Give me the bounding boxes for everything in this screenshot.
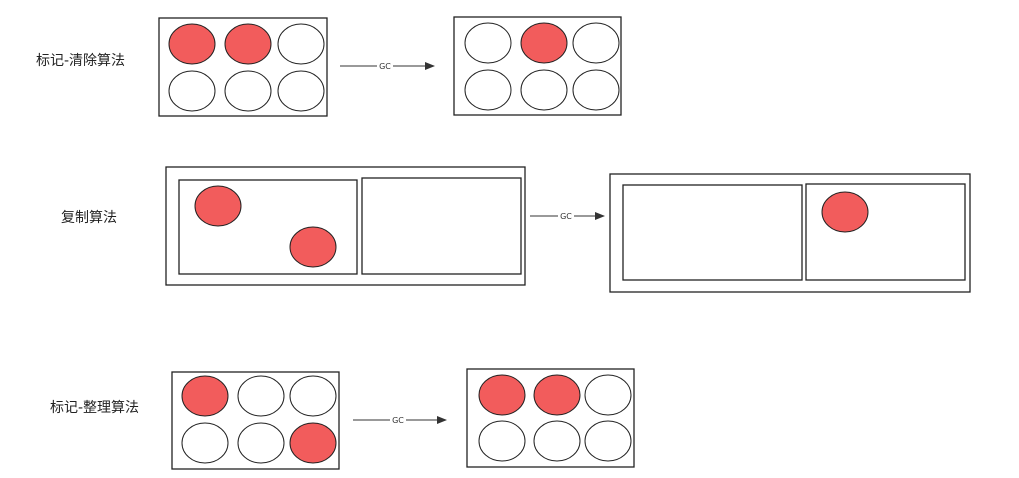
row-label-mark-compact: 标记-整理算法 — [50, 400, 139, 416]
empty-slot — [181, 422, 229, 464]
empty-slot — [464, 22, 512, 64]
live-object — [168, 23, 216, 65]
row-label-copying: 复制算法 — [61, 209, 117, 226]
empty-slot — [289, 375, 337, 417]
from-space — [622, 184, 803, 281]
live-object — [821, 191, 869, 233]
live-object — [194, 185, 242, 227]
empty-slot — [277, 23, 325, 65]
empty-slot — [168, 70, 216, 112]
empty-slot — [584, 420, 632, 462]
empty-slot — [224, 70, 272, 112]
copying-before-heap — [165, 166, 526, 286]
to-space — [361, 177, 522, 275]
gc-arrow: GC — [530, 211, 605, 221]
empty-slot — [520, 69, 568, 111]
live-object — [289, 422, 337, 464]
live-object — [533, 374, 581, 416]
mark-compact-after-heap — [466, 368, 635, 468]
row-label-mark-sweep: 标记-清除算法 — [36, 53, 125, 69]
live-object — [520, 22, 568, 64]
gc-arrow: GC — [340, 61, 435, 71]
gc-arrow-label: GC — [379, 62, 391, 71]
gc-arrow-label: GC — [392, 416, 404, 425]
mark-sweep-before-heap — [158, 17, 328, 117]
live-object — [478, 374, 526, 416]
gc-arrow: GC — [353, 415, 447, 425]
empty-slot — [572, 69, 620, 111]
empty-slot — [464, 69, 512, 111]
mark-sweep-after-heap — [453, 16, 622, 116]
copying-after-heap — [609, 173, 971, 293]
empty-slot — [572, 22, 620, 64]
empty-slot — [237, 422, 285, 464]
live-object — [181, 375, 229, 417]
empty-slot — [237, 375, 285, 417]
empty-slot — [478, 420, 526, 462]
empty-slot — [533, 420, 581, 462]
live-object — [289, 226, 337, 268]
gc-arrow-label: GC — [560, 212, 572, 221]
live-object — [224, 23, 272, 65]
empty-slot — [277, 70, 325, 112]
empty-slot — [584, 374, 632, 416]
mark-compact-before-heap — [171, 371, 340, 470]
